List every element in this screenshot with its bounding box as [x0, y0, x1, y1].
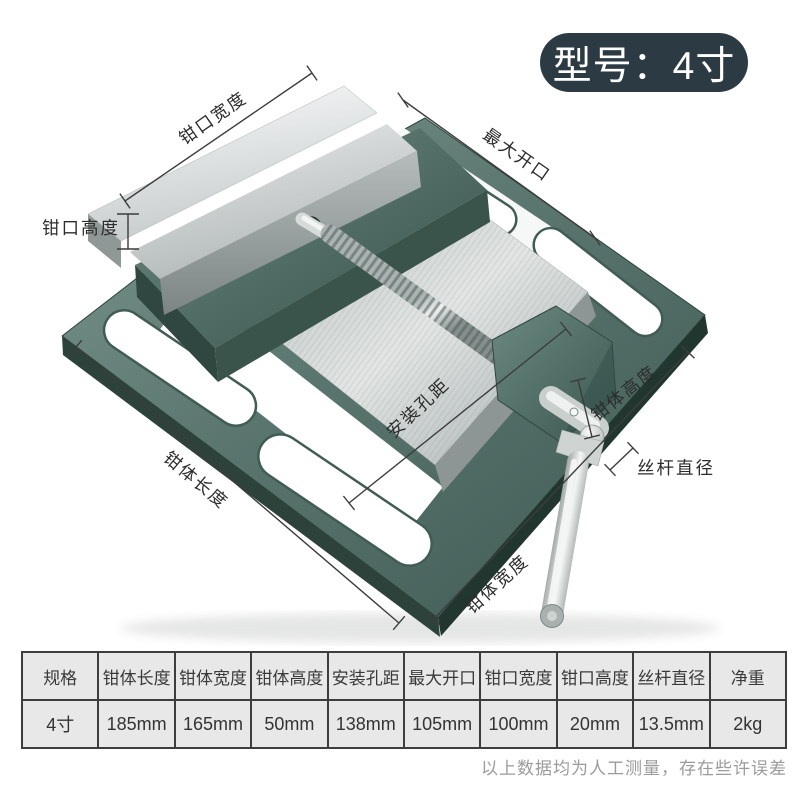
spec-value-cell: 20mm: [555, 699, 635, 749]
spec-value-cell: 13.5mm: [632, 699, 711, 749]
measurement-disclaimer: 以上数据均为人工测量，存在些许误差: [481, 759, 787, 778]
spec-header-cell: 规格: [20, 651, 100, 701]
dim-body-width-line: [427, 345, 695, 626]
spec-header-cell: 钳体长度: [97, 651, 176, 701]
spec-value-cell: 2kg: [708, 699, 788, 749]
dim-jaw-height-line: [117, 213, 139, 250]
dim-mount-hole-line: [342, 321, 573, 511]
spec-header-cell: 最大开口: [402, 651, 482, 701]
spec-header-cell: 钳体高度: [250, 651, 329, 701]
fixed-jaw: [87, 85, 490, 382]
dim-max-opening-line: [397, 92, 601, 246]
model-badge-label: 型号：4寸: [552, 44, 736, 88]
spec-header-cell: 钳口高度: [555, 651, 635, 701]
dim-jaw-width-line: [119, 65, 318, 209]
spec-header-cell: 丝杆直径: [632, 651, 711, 701]
handle-screw-dot: [569, 407, 579, 417]
product-image: 钳口宽度 最大开口 钳口高度 安装孔距 钳体长度 钳体高度 丝杆直径 钳体宽度: [42, 65, 720, 643]
spec-value-cell: 165mm: [173, 699, 253, 749]
spec-header-cell: 净重: [708, 651, 788, 701]
label-screw-diameter: 丝杆直径: [637, 458, 715, 478]
spec-header-row: 规格钳体长度钳体宽度钳体高度安装孔距最大开口钳口宽度钳口高度丝杆直径净重: [20, 651, 788, 701]
spec-value-cell: 138mm: [326, 699, 405, 749]
model-badge: 型号：4寸: [540, 33, 748, 92]
dimension-lines: [69, 65, 695, 631]
dim-body-length-line: [69, 339, 406, 631]
spec-header-cell: 钳口宽度: [479, 651, 558, 701]
spec-value-cell: 105mm: [402, 699, 482, 749]
spec-value-cell: 185mm: [97, 699, 176, 749]
mounting-slots: [102, 143, 664, 567]
spec-value-cell: 4寸: [20, 699, 100, 749]
label-jaw-height: 钳口高度: [42, 218, 120, 238]
spec-value-cell: 100mm: [479, 699, 558, 749]
dim-body-height-line: [570, 377, 600, 440]
dim-screw-diameter-line: [603, 441, 640, 477]
spec-header-cell: 安装孔距: [326, 651, 405, 701]
product-shadow: [120, 613, 720, 643]
spec-header-cell: 钳体宽度: [173, 651, 253, 701]
spec-value-cell: 50mm: [250, 699, 329, 749]
